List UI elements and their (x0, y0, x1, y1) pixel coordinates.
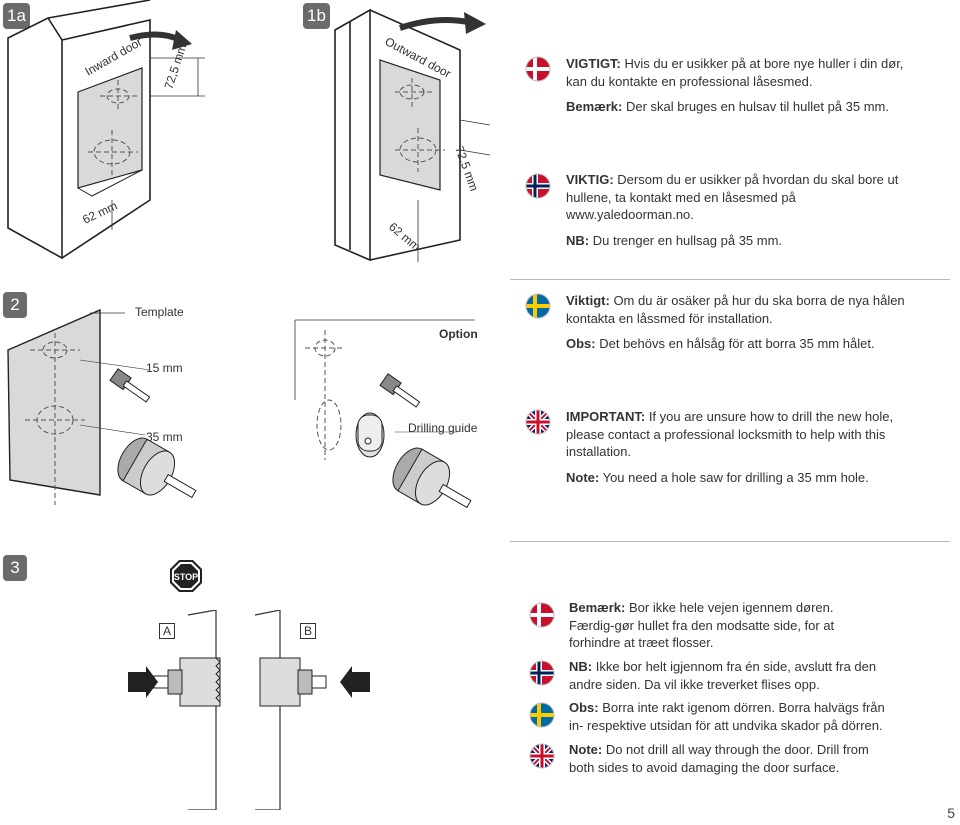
warning-keyword: IMPORTANT: (566, 409, 646, 424)
sweden-flag-icon (529, 702, 555, 728)
warning-keyword: VIKTIG: (566, 172, 614, 187)
drill-step-a-illustration (128, 610, 221, 810)
note-keyword: Bemærk: (569, 600, 626, 615)
instruction-text: Dersom du er usikker på hvordan du skal … (566, 172, 899, 223)
note-keyword: Note: (566, 469, 600, 485)
outward-door-illustration: 72,5 mm 62 mm Outward door (334, 8, 491, 262)
norwegian-instructions: VIKTIG: Dersom du er usikker på hvordan … (566, 171, 916, 251)
instruction-text: Det behövs en hålsåg för att borra 35 mm… (595, 336, 875, 352)
divider-rule (510, 541, 950, 542)
note-keyword: Obs: (566, 336, 596, 352)
instruction-text: Hvis du er usikker på at bore nye huller… (566, 56, 904, 89)
instruction-text: If you are unsure how to drill the new h… (566, 409, 894, 460)
instruction-text: Borra inte rakt igenom dörren. Borra hal… (569, 700, 885, 733)
instruction-text: You need a hole saw for drilling a 35 mm… (599, 469, 869, 485)
uk-flag-icon (529, 743, 555, 769)
instruction-text: Du trenger en hullsag på 35 mm. (589, 232, 783, 248)
note-keyword: NB: (566, 232, 590, 248)
divider-rule (510, 279, 950, 280)
norwegian-drilling-note: NB: Ikke bor helt igjennom fra én side, … (569, 658, 889, 695)
denmark-flag-icon (529, 602, 555, 628)
english-drilling-note: Note: Do not drill all way through the d… (569, 741, 879, 778)
denmark-flag-icon (525, 56, 551, 82)
stop-sign-icon: STOP (170, 560, 202, 592)
template-label: Template (135, 305, 184, 319)
option-label: Option (439, 327, 478, 341)
danish-drilling-note: Bemærk: Bor ikke hele vejen igennem døre… (569, 599, 869, 654)
note-keyword: NB: (569, 659, 593, 674)
uk-flag-icon (525, 409, 551, 435)
15mm-label: 15 mm (146, 361, 183, 375)
note-keyword: Bemærk: (566, 99, 623, 115)
step-3-badge: 3 (3, 555, 27, 581)
instruction-text: Der skal bruges en hulsav til hullet på … (622, 99, 889, 115)
english-instructions: IMPORTANT: If you are unsure how to dril… (566, 408, 916, 488)
step-a-label: A (159, 623, 176, 639)
35mm-label: 35 mm (146, 430, 183, 444)
template-drilling-illustration (7, 308, 197, 505)
step-1a-badge: 1a (3, 3, 30, 29)
drilling-guide-label: Drilling guide (408, 421, 478, 435)
danish-instructions: VIGTIGT: Hvis du er usikker på at bore n… (566, 55, 916, 118)
warning-keyword: VIGTIGT: (566, 56, 621, 71)
norway-flag-icon (529, 660, 555, 686)
drilling-guide-illustration (294, 319, 475, 509)
sweden-flag-icon (525, 293, 551, 319)
drill-step-b-illustration (254, 610, 370, 810)
stop-sign-text: STOP (174, 572, 198, 582)
instruction-text: Om du är osäker på hur du ska borra de n… (566, 293, 905, 326)
inward-door-illustration: 72,5 mm 62 mm Inward door (7, 0, 205, 260)
step-b-label: B (300, 623, 317, 639)
instruction-text: Ikke bor helt igjennom fra én side, avsl… (569, 659, 877, 692)
step-2-badge: 2 (3, 292, 27, 318)
swedish-drilling-note: Obs: Borra inte rakt igenom dörren. Borr… (569, 699, 889, 736)
page-number: 5 (947, 805, 955, 821)
dim-72-5-label: 72,5 mm (452, 144, 481, 193)
swedish-instructions: Viktigt: Om du är osäker på hur du ska b… (566, 292, 916, 355)
note-keyword: Note: (569, 742, 603, 757)
instruction-text: Do not drill all way through the door. D… (569, 742, 869, 775)
norway-flag-icon (525, 173, 551, 199)
dim-72-5-label: 72,5 mm (162, 42, 190, 91)
dim-62-label: 62 mm (80, 199, 119, 227)
note-keyword: Obs: (569, 700, 599, 715)
warning-keyword: Viktigt: (566, 293, 610, 308)
step-1b-badge: 1b (303, 3, 330, 29)
instruction-text: Bor ikke hele vejen igennem døren. Færdi… (569, 600, 835, 651)
